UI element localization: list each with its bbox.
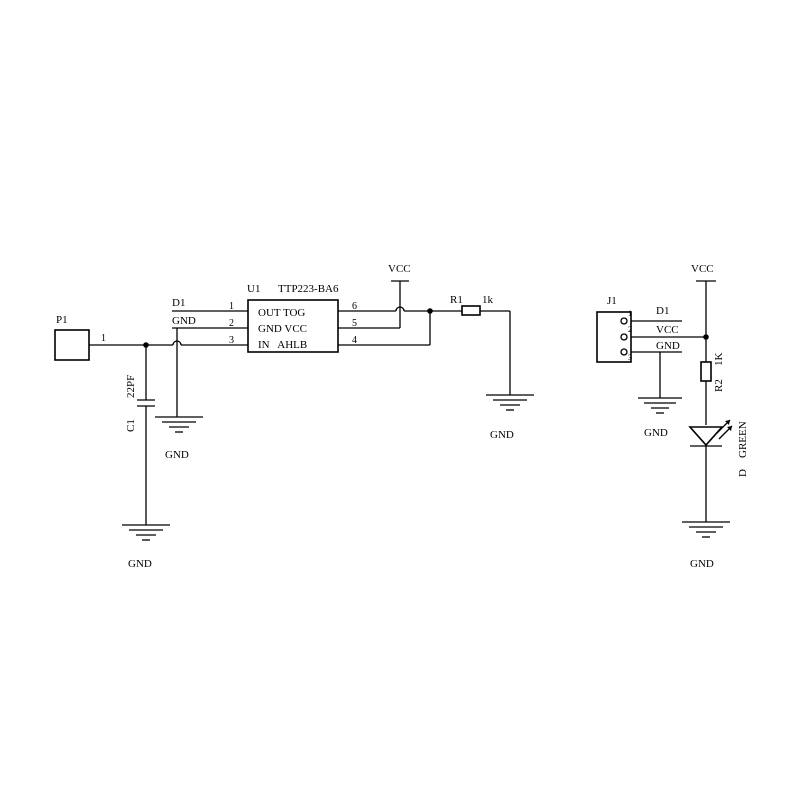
r1-resistor: R1 1k (450, 294, 511, 395)
u1-row-2: GND VCC (258, 323, 307, 335)
u1-ref: U1 (247, 283, 260, 295)
led-value: GREEN (737, 421, 749, 458)
c1-ref: C1 (125, 419, 137, 432)
gnd-symbol-u1: GND (155, 416, 203, 461)
u1-pin-3: 3 (229, 335, 234, 346)
led-diode (688, 426, 724, 447)
gnd-label-c1: GND (128, 558, 152, 570)
c1-capacitor: C1 22PF (125, 345, 155, 525)
j1-pin-hole (620, 317, 628, 325)
led-ref: D (737, 469, 749, 477)
gnd-label-r1: GND (490, 429, 514, 441)
j1-ref: J1 (607, 295, 617, 307)
u1-part: TTP223-BA6 (278, 283, 339, 295)
r2-resistor (700, 361, 712, 382)
r1-value: 1k (482, 294, 494, 306)
j1-pin-hole (620, 333, 628, 341)
input-wire (89, 340, 248, 348)
p1-pin-number: 1 (101, 333, 106, 344)
u1-pin-4: 4 (352, 335, 357, 346)
gnd-label-j1: GND (644, 427, 668, 439)
r1-ref: R1 (450, 294, 463, 306)
u1-pin-2: 2 (229, 318, 234, 329)
gnd-label-u1: GND (165, 449, 189, 461)
r2-ref: R2 (713, 379, 725, 392)
j1-pin-1: 1 (628, 309, 632, 318)
gnd-symbol-led: GND (682, 521, 730, 570)
net-d1-label: D1 (172, 297, 185, 309)
net-gnd-label: GND (172, 315, 196, 327)
gnd-symbol-r1: GND (486, 394, 534, 441)
u1-pin-6: 6 (352, 301, 357, 312)
j1-pin-3: 3 (628, 353, 632, 362)
u1-pin-5: 5 (352, 318, 357, 329)
p1-ref: P1 (56, 314, 68, 326)
gnd-symbol-j1: GND (638, 397, 682, 439)
led-branch: VCC R2 1K D GREEN (688, 263, 749, 522)
gnd-symbol-c1: GND (122, 524, 170, 570)
u1-pin-1: 1 (229, 301, 234, 312)
j1-pin-2: 2 (628, 325, 632, 334)
vcc-label-u1: VCC (388, 263, 411, 275)
u1-row-3: IN AHLB (258, 339, 307, 351)
j1-net-gnd: GND (656, 340, 680, 352)
r2-value: 1K (713, 353, 725, 367)
u1-chip: U1 TTP223-BA6 1 2 3 OUT TOG GND VCC IN A… (229, 283, 357, 353)
j1-net-vcc: VCC (656, 324, 679, 336)
gnd-label-led: GND (690, 558, 714, 570)
u1-row-1: OUT TOG (258, 307, 305, 319)
j1-net-d1: D1 (656, 305, 669, 317)
c1-value: 22PF (125, 375, 137, 398)
j1-connector: J1 1 2 3 (596, 295, 632, 363)
vcc-label-led: VCC (691, 263, 714, 275)
j1-pin-hole (620, 348, 628, 356)
j1-nets: D1 VCC GND (631, 305, 709, 398)
p1-connector: P1 1 (54, 314, 106, 361)
u1-right-wires: VCC (338, 263, 462, 346)
u1-left-nets: D1 GND (172, 297, 248, 417)
